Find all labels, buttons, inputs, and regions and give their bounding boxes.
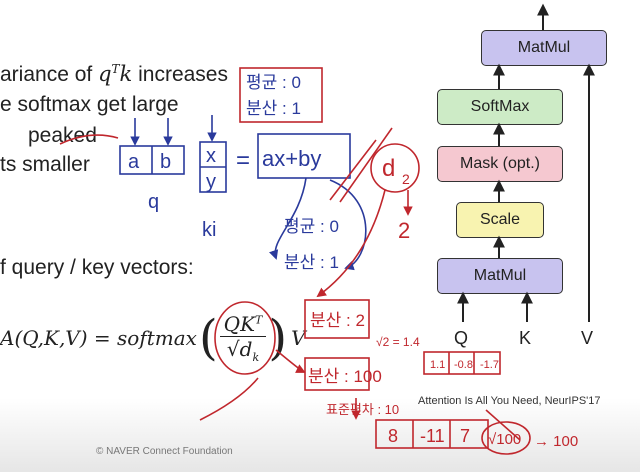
k-label: ki [202,219,216,241]
formula-lhs: A(Q,K,V) = softmax [0,326,197,350]
q-k-labels: a b q x y ki = ax+by 평균 : 0 분산 : 1 평균 : … [128,73,339,272]
mean-zero-top: 평균 : 0 [246,73,301,92]
attention-formula: A(Q,K,V) = softmax ( QKT √dk ) V [0,312,306,364]
text-line-vectors: f query / key vectors: [0,256,194,279]
variance-one-top: 분산 : 1 [246,99,301,118]
footer-band [0,398,640,472]
small-value-1: -0.8 [454,359,473,371]
formula-den-sub: k [252,351,260,364]
text-line-variance: ariance of qTk increases [0,62,228,86]
red-annotations [59,67,531,455]
formula-sup: T [255,313,263,327]
input-k: K [519,328,532,348]
std-ten: 표준편차 : 10 [326,402,399,417]
mean-zero-mid: 평균 : 0 [284,217,339,236]
large-value-0: 8 [388,426,398,446]
matmul-bottom-block: MatMul [437,258,563,294]
small-value-0: 1.1 [430,359,445,371]
arrow-hundred: → 100 [534,433,578,450]
softmax-block: SoftMax [437,89,563,125]
q-label: q [148,191,159,213]
matmul-top-block: MatMul [481,30,607,66]
scale-block: Scale [456,202,544,238]
two-label: 2 [398,218,410,243]
qtk-math: qTk [98,62,133,86]
text-line-peaked: peaked [28,124,97,147]
variance-two: 분산 : 2 [310,311,365,330]
formula-num: QK [223,312,256,336]
formula-v: V [291,326,306,350]
paper-citation: Attention Is All You Need, NeurIPS'17 [418,395,601,407]
d-label: d [382,155,395,182]
footer-copyright: © NAVER Connect Foundation [96,446,233,457]
sqrt-hundred: √100 [488,431,521,448]
text-line-smaller: ts smaller [0,153,90,176]
formula-fraction: QKT √dk [219,312,267,364]
k-cell-y: y [206,171,216,193]
variance-hundred: 분산 : 100 [308,367,382,386]
q-cell-b: b [160,151,171,173]
k-cell-x: x [206,145,216,167]
paren-left: ( [198,310,218,366]
small-value-2: -1.7 [480,359,499,371]
sqrt-two: √2 = 1.4 [376,335,420,349]
diagram-arrows [457,3,595,322]
large-value-1: -11 [420,426,445,446]
input-q: Q [454,328,469,348]
red-labels: d 2 2 분산 : 2 √2 = 1.4 1.1 -0.8 -1.7 분산 :… [308,155,578,450]
text-line-softmax: e softmax get large [0,93,179,116]
q-vector-sketch [119,115,367,271]
q-cell-a: a [128,151,140,173]
large-value-2: 7 [460,426,470,446]
formula-den: √d [226,337,253,361]
dot-product: ax+by [262,146,321,171]
variance-one-mid: 분산 : 1 [284,253,339,272]
input-v: V [581,328,594,348]
d-sub: 2 [402,171,410,187]
equals-sign: = [236,147,250,174]
